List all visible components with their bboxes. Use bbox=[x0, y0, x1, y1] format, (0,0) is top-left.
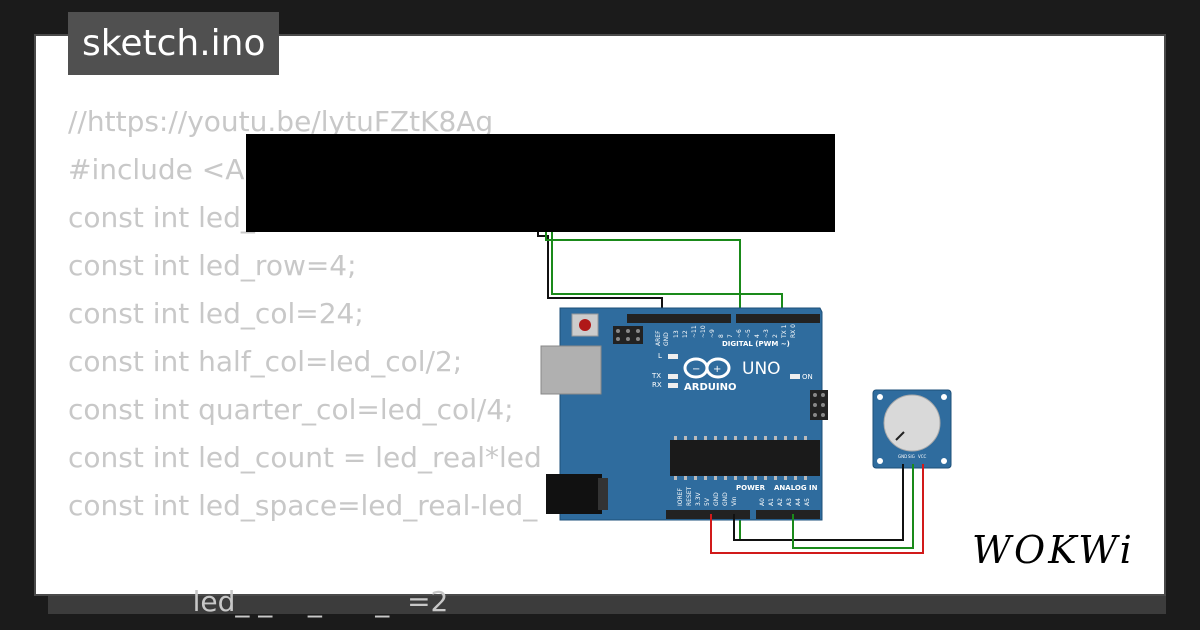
pin-label: Vin bbox=[731, 496, 738, 506]
wire-green-d3[interactable] bbox=[551, 232, 783, 316]
code-line[interactable]: #include <A bbox=[68, 153, 245, 186]
file-tab[interactable]: sketch.ino bbox=[68, 12, 280, 75]
wire-pot-vcc[interactable] bbox=[710, 464, 924, 554]
board-model: UNO bbox=[742, 359, 781, 379]
pin-label: 7 bbox=[727, 334, 734, 338]
pin-label: 13 bbox=[673, 330, 680, 338]
pin-label: A1 bbox=[768, 498, 775, 506]
arduino-uno-board[interactable]: − + ARDUINO UNO DIGITAL (PWM ~) POWER AN… bbox=[540, 307, 828, 521]
pin-label: ~5 bbox=[745, 329, 752, 338]
pin-label: 2 bbox=[772, 334, 779, 338]
pin-label: A2 bbox=[777, 498, 784, 506]
pin-label: 5V bbox=[704, 497, 711, 506]
knob-indicator bbox=[895, 431, 905, 441]
tx-label: TX bbox=[651, 372, 661, 380]
code-line[interactable]: const int half_col=led_col/2; bbox=[68, 345, 463, 378]
code-line[interactable]: const int led_ bbox=[68, 201, 255, 234]
l-label: L bbox=[658, 352, 662, 360]
pot-pin-label: GND bbox=[898, 454, 907, 459]
code-line[interactable]: led_ _ _ _ =2 bbox=[68, 585, 449, 618]
pin-label: 8 bbox=[718, 334, 725, 338]
header-digital-low bbox=[736, 314, 820, 323]
pin-label: GND bbox=[722, 492, 729, 506]
wire-pot-sig[interactable] bbox=[792, 464, 914, 549]
on-label: ON bbox=[802, 373, 813, 381]
header-analog bbox=[756, 510, 820, 519]
pin-label: 12 bbox=[682, 330, 689, 338]
wire-black-top[interactable] bbox=[537, 232, 663, 316]
pin-label: A4 bbox=[795, 498, 802, 506]
pin-label: TX 1 bbox=[781, 324, 788, 339]
pin-label: GND bbox=[713, 492, 720, 506]
pin-label: 3.3V bbox=[695, 491, 702, 506]
tx-led bbox=[668, 374, 678, 379]
usb-port bbox=[540, 345, 602, 395]
pin-label-aref: AREF bbox=[655, 330, 662, 346]
header-power bbox=[666, 510, 750, 519]
redaction-block bbox=[246, 134, 835, 232]
svg-text:−: − bbox=[692, 364, 700, 375]
pin-label: A3 bbox=[786, 498, 793, 506]
board-brand: ARDUINO bbox=[684, 382, 736, 393]
rx-led bbox=[668, 383, 678, 388]
pin-label: ~9 bbox=[709, 329, 716, 338]
pin-label-gnd: GND bbox=[663, 332, 670, 346]
pin-label: A5 bbox=[804, 498, 811, 506]
code-line[interactable]: const int quarter_col=led_col/4; bbox=[68, 393, 514, 426]
atmega-chip bbox=[670, 440, 820, 476]
digital-header-label: DIGITAL (PWM ~) bbox=[722, 340, 790, 348]
code-editor[interactable]: //https://youtu.be/lytuFZtK8Ag #include <… bbox=[68, 98, 542, 626]
pin-label: IOREF bbox=[677, 488, 684, 506]
arduino-logo bbox=[683, 357, 731, 379]
code-line[interactable]: const int led_space=led_real-led_ bbox=[68, 489, 538, 522]
code-line[interactable]: const int led_row=4; bbox=[68, 249, 357, 282]
wokwi-logo: WOKWi bbox=[972, 528, 1135, 572]
pot-pin-label: VCC bbox=[918, 454, 927, 459]
analog-label: ANALOG IN bbox=[774, 484, 818, 492]
power-jack bbox=[546, 474, 602, 514]
pin-label: RESET bbox=[686, 486, 693, 506]
pin-label: ~10 bbox=[700, 325, 707, 338]
pin-label: A0 bbox=[759, 498, 766, 506]
l-led bbox=[668, 354, 678, 359]
pin-label: ~3 bbox=[763, 329, 770, 338]
potentiometer-knob[interactable] bbox=[883, 394, 941, 452]
wire-pot-gnd[interactable] bbox=[733, 464, 904, 541]
code-line[interactable]: const int led_count = led_real*led bbox=[68, 441, 542, 474]
code-line[interactable]: //https://youtu.be/lytuFZtK8Ag bbox=[68, 105, 494, 138]
on-led bbox=[790, 374, 800, 379]
pin-label: ~11 bbox=[691, 325, 698, 338]
svg-text:+: + bbox=[713, 364, 721, 375]
rx-label: RX bbox=[652, 381, 662, 389]
power-label: POWER bbox=[736, 484, 766, 492]
pin-label: RX 0 bbox=[790, 324, 797, 338]
pot-pin-label: SIG bbox=[908, 454, 915, 459]
pin-label: ~6 bbox=[736, 329, 743, 338]
pin-label: 4 bbox=[754, 334, 761, 338]
header-digital-high bbox=[627, 314, 731, 323]
code-line[interactable]: const int led_col=24; bbox=[68, 297, 364, 330]
